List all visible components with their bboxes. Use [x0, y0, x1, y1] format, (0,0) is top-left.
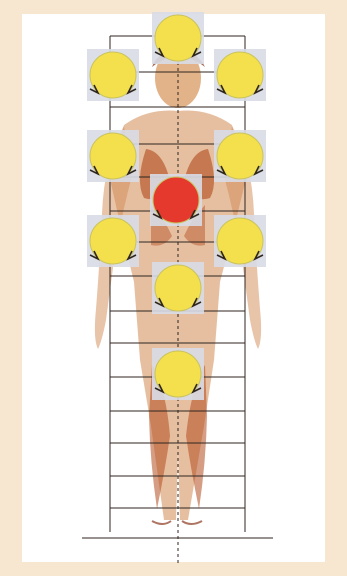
- figure-left-foot: [152, 521, 171, 524]
- diagram-point-abdomen: [152, 262, 204, 314]
- diagram-point-waist-left: [87, 215, 139, 267]
- diagram-point-pelvis: [152, 348, 204, 400]
- diagram-point-upper-left: [87, 49, 139, 101]
- figure-right-foot: [182, 521, 202, 524]
- diagram-point-shoulder-left: [87, 130, 139, 182]
- diagram-point-upper-right: [214, 49, 266, 101]
- diagram-point-shoulder-right: [214, 130, 266, 182]
- diagram-point-crown: [152, 12, 204, 64]
- diagram-point-waist-right: [214, 215, 266, 267]
- diagram-point-center: [150, 174, 202, 226]
